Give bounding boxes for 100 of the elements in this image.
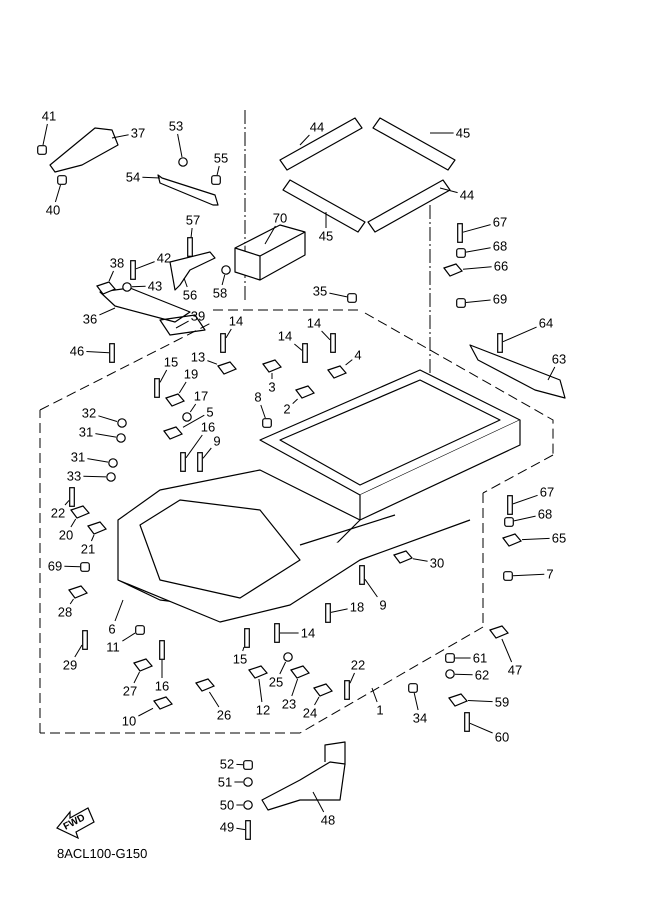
callout-number: 24: [302, 706, 318, 720]
bolt-icon: [69, 487, 75, 507]
bolt-icon: [220, 333, 226, 353]
leader-line: [512, 494, 538, 504]
leader-line: [548, 366, 556, 380]
callout-number: 68: [492, 240, 508, 252]
callout-number: 16: [200, 420, 216, 434]
leader-line: [186, 434, 203, 458]
washer-icon: [106, 472, 116, 482]
bracket-icon: [248, 665, 268, 679]
leader-line: [372, 688, 378, 702]
callout-number: 40: [46, 204, 60, 216]
leader-line: [136, 261, 156, 270]
callout-number: 35: [312, 284, 328, 298]
leader-line: [222, 274, 226, 286]
leader-line: [412, 558, 428, 562]
leader-line: [177, 134, 182, 158]
leader-line: [226, 328, 232, 338]
leader-line: [216, 166, 220, 176]
callout-number: 20: [58, 528, 74, 542]
callout-number: 18: [350, 600, 364, 614]
leader-line: [314, 696, 320, 706]
bracket-icon: [313, 683, 333, 697]
bush-icon: [504, 517, 514, 527]
callout-number: 56: [182, 288, 198, 302]
bracket-icon: [153, 696, 173, 710]
leader-line: [350, 672, 355, 684]
bracket-icon: [443, 263, 463, 277]
callout-number: 3: [268, 380, 276, 394]
callout-number: 15: [232, 652, 248, 666]
callout-number: 19: [184, 368, 198, 380]
bolt-icon: [159, 640, 165, 660]
callout-number: 9: [379, 598, 387, 612]
leader-line: [142, 176, 160, 178]
bush-icon: [262, 418, 272, 428]
leader-line: [112, 134, 130, 138]
bolt-icon: [497, 333, 503, 353]
callout-number: 44: [460, 188, 474, 202]
bolt-icon: [325, 603, 331, 623]
bracket-icon: [295, 385, 315, 399]
washer-icon: [445, 669, 455, 679]
callout-number: 49: [220, 820, 234, 834]
callout-number: 15: [164, 356, 178, 368]
washer-icon: [182, 412, 192, 422]
leader-line: [300, 134, 310, 146]
leader-line: [328, 292, 348, 298]
callout-number: 5: [206, 406, 214, 418]
bolt-icon: [359, 565, 365, 585]
leader-line: [86, 351, 110, 354]
callout-number: 41: [42, 110, 56, 122]
bush-icon: [57, 175, 67, 185]
leader-line: [462, 224, 492, 233]
leader-line: [82, 476, 106, 478]
leader-line: [345, 359, 353, 366]
callout-number: 48: [320, 814, 336, 826]
bolt-icon: [507, 495, 513, 515]
callout-number: 36: [82, 312, 98, 326]
bracket-icon: [262, 359, 282, 373]
callout-number: 51: [218, 776, 232, 788]
callout-number: 16: [154, 680, 170, 692]
leader-line: [312, 792, 324, 812]
callout-number: 25: [268, 676, 284, 688]
bolt-icon: [245, 820, 251, 840]
callout-number: 21: [80, 542, 96, 556]
bush-icon: [347, 293, 357, 303]
bolt-icon: [464, 712, 470, 732]
bracket-icon: [327, 365, 347, 379]
leader-line: [258, 678, 262, 702]
callout-number: 8: [254, 390, 262, 404]
leader-line: [466, 300, 492, 303]
bracket-icon: [68, 585, 88, 599]
leader-line: [190, 404, 196, 412]
callout-number: 46: [70, 344, 84, 358]
bracket-icon: [489, 625, 509, 639]
bracket-icon: [393, 550, 413, 564]
callout-number: 7: [546, 568, 554, 580]
leader-line: [54, 184, 61, 202]
leader-line: [64, 566, 80, 568]
callout-number: 12: [256, 704, 270, 716]
bracket-icon: [163, 426, 183, 440]
callout-number: 31: [70, 450, 86, 464]
callout-number: 31: [78, 426, 94, 438]
callout-number: 69: [492, 292, 508, 306]
callout-number: 64: [538, 316, 554, 330]
leader-line: [364, 578, 378, 598]
callout-number: 70: [272, 212, 288, 224]
callout-number: 59: [494, 696, 510, 708]
bush-icon: [37, 145, 47, 155]
bolt-icon: [330, 333, 336, 353]
callout-number: 47: [508, 664, 522, 676]
washer-icon: [243, 777, 253, 787]
leader-line: [462, 266, 492, 270]
bolt-icon: [457, 223, 463, 243]
callout-number: 54: [126, 170, 140, 184]
leader-line: [291, 678, 298, 696]
bolt-icon: [180, 452, 186, 472]
callout-number: 55: [214, 152, 228, 164]
bush-icon: [445, 653, 455, 663]
callout-number: 22: [350, 658, 366, 672]
leader-line: [236, 764, 244, 766]
